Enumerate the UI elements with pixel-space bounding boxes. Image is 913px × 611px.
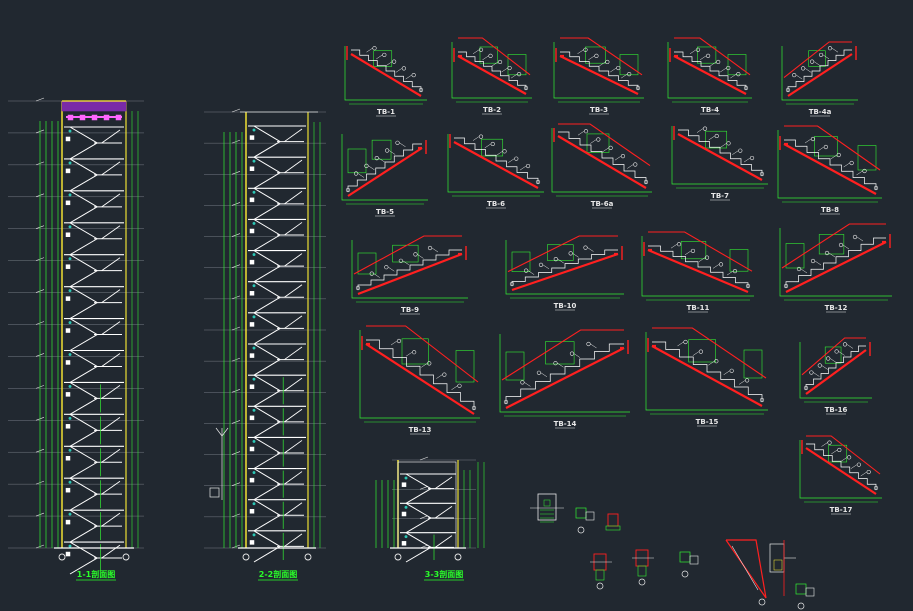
section-3-frame [397,461,485,549]
detail-label: TB-12 [825,304,848,312]
detail-label: TB-8 [821,206,839,214]
stair-detail-tb-5[interactable]: TB-5 [341,134,428,217]
section-2-annotation [209,427,229,500]
stair-detail-tb-8[interactable]: TB-8 [777,125,882,215]
detail-label: TB-11 [687,304,710,312]
stair-detail-tb-6[interactable]: TB-6 [447,134,544,209]
node-detail-node-4[interactable] [590,553,612,590]
detail-label: TB-7 [711,192,729,200]
stair-detail-tb-15[interactable]: TB-15 [645,327,768,427]
node-detail-node-6[interactable] [679,551,699,578]
detail-label: TB-6 [487,200,505,208]
node-detail-node-8[interactable] [795,583,815,610]
section-title: 1-1剖面图 [77,569,115,579]
section-title: 2-2剖面图 [259,569,297,579]
stair-detail-tb-1[interactable]: TB-1 [344,46,427,117]
detail-label: TB-2 [483,106,501,114]
detail-label: TB-10 [554,302,577,310]
detail-label: TB-13 [409,426,432,434]
stair-detail-tb-3[interactable]: TB-3 [553,37,644,115]
detail-label: TB-17 [830,506,853,514]
stair-detail-tb-7[interactable]: TB-7 [671,126,768,201]
node-detail-node-2[interactable] [575,507,595,534]
building-section-2[interactable]: 2-2剖面图 [204,108,326,581]
detail-label: TB-1 [377,108,395,116]
stair-detail-tb-2[interactable]: TB-2 [451,37,532,115]
stair-detail-tb-10[interactable]: TB-10 [505,235,624,311]
node-detail-node-7[interactable] [725,539,796,606]
detail-label: TB-4 [701,106,719,114]
detail-label: TB-16 [825,406,848,414]
section-title: 3-3剖面图 [425,569,463,579]
node-detail-node-1[interactable] [530,493,564,523]
stair-detail-tb-14[interactable]: TB-14 [499,329,630,429]
node-detail-node-5[interactable] [632,549,654,586]
stair-detail-tb-4[interactable]: TB-4 [667,37,752,115]
stair-detail-tb-11[interactable]: TB-11 [641,231,754,313]
node-detail-node-3[interactable] [605,513,621,531]
building-section-1[interactable]: 1-1剖面图 [8,97,144,581]
building-section-3[interactable]: 3-3剖面图 [375,456,476,581]
stair-detail-tb-16[interactable]: TB-16 [799,337,872,415]
stair-detail-tb-6a[interactable]: TB-6a [551,123,652,209]
detail-label: TB-6a [591,200,614,208]
stair-detail-tb-4a[interactable]: TB-4a [781,41,858,117]
detail-label: TB-5 [376,208,394,216]
detail-label: TB-4a [809,108,832,116]
stair-detail-tb-9[interactable]: TB-9 [351,235,468,315]
detail-label: TB-14 [554,420,577,428]
detail-label: TB-15 [696,418,719,426]
detail-label: TB-9 [401,306,419,314]
stair-detail-tb-13[interactable]: TB-13 [359,325,480,435]
stair-detail-tb-17[interactable]: TB-17 [799,435,882,515]
stair-detail-tb-12[interactable]: TB-12 [779,223,892,313]
detail-label: TB-3 [590,106,608,114]
